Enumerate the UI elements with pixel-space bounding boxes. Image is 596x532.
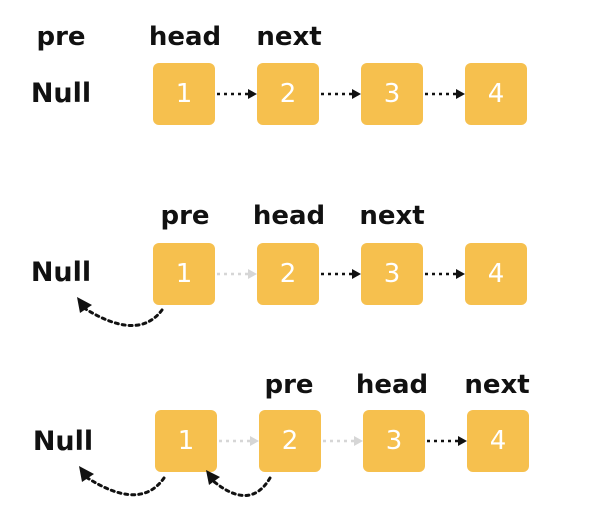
row1-link-1-2 xyxy=(217,89,257,99)
row1-next-label: next xyxy=(256,22,322,52)
row2-node-1: 1 xyxy=(153,243,215,305)
row3-node-4: 4 xyxy=(467,410,529,472)
row2-link-2-3 xyxy=(321,269,361,279)
row2-head-label: head xyxy=(252,201,326,231)
row1-pre-label: pre xyxy=(36,22,86,52)
row3-node-1: 1 xyxy=(155,410,217,472)
row1-link-2-3 xyxy=(321,89,361,99)
row3-link-2-3 xyxy=(323,436,363,446)
row2-link-1-2 xyxy=(217,269,257,279)
row2-pre-label: pre xyxy=(160,201,210,231)
row3-node-3: 3 xyxy=(363,410,425,472)
row3-reverse-arrow-1-null xyxy=(79,466,166,497)
row1-node-3: 3 xyxy=(361,63,423,125)
row1-node-2: 2 xyxy=(257,63,319,125)
row2-node-3: 3 xyxy=(361,243,423,305)
row1-node-4: 4 xyxy=(465,63,527,125)
row2-node-2: 2 xyxy=(257,243,319,305)
row2-reverse-arrow-1-null xyxy=(77,297,164,327)
row3-link-3-4 xyxy=(427,436,467,446)
row3-head-label: head xyxy=(355,370,429,400)
row2-node-4: 4 xyxy=(465,243,527,305)
row3-null-label: Null xyxy=(32,426,94,457)
row3-reverse-arrow-2-1 xyxy=(206,470,272,497)
row3-node-2: 2 xyxy=(259,410,321,472)
row1-null-label: Null xyxy=(30,78,92,109)
row2-null-label: Null xyxy=(30,257,92,288)
row3-link-1-2 xyxy=(219,436,259,446)
row1-node-1: 1 xyxy=(153,63,215,125)
row1-head-label: head xyxy=(148,22,222,52)
row3-pre-label: pre xyxy=(264,370,314,400)
row2-link-3-4 xyxy=(425,269,465,279)
row2-next-label: next xyxy=(359,201,425,231)
row3-next-label: next xyxy=(464,370,530,400)
row1-link-3-4 xyxy=(425,89,465,99)
